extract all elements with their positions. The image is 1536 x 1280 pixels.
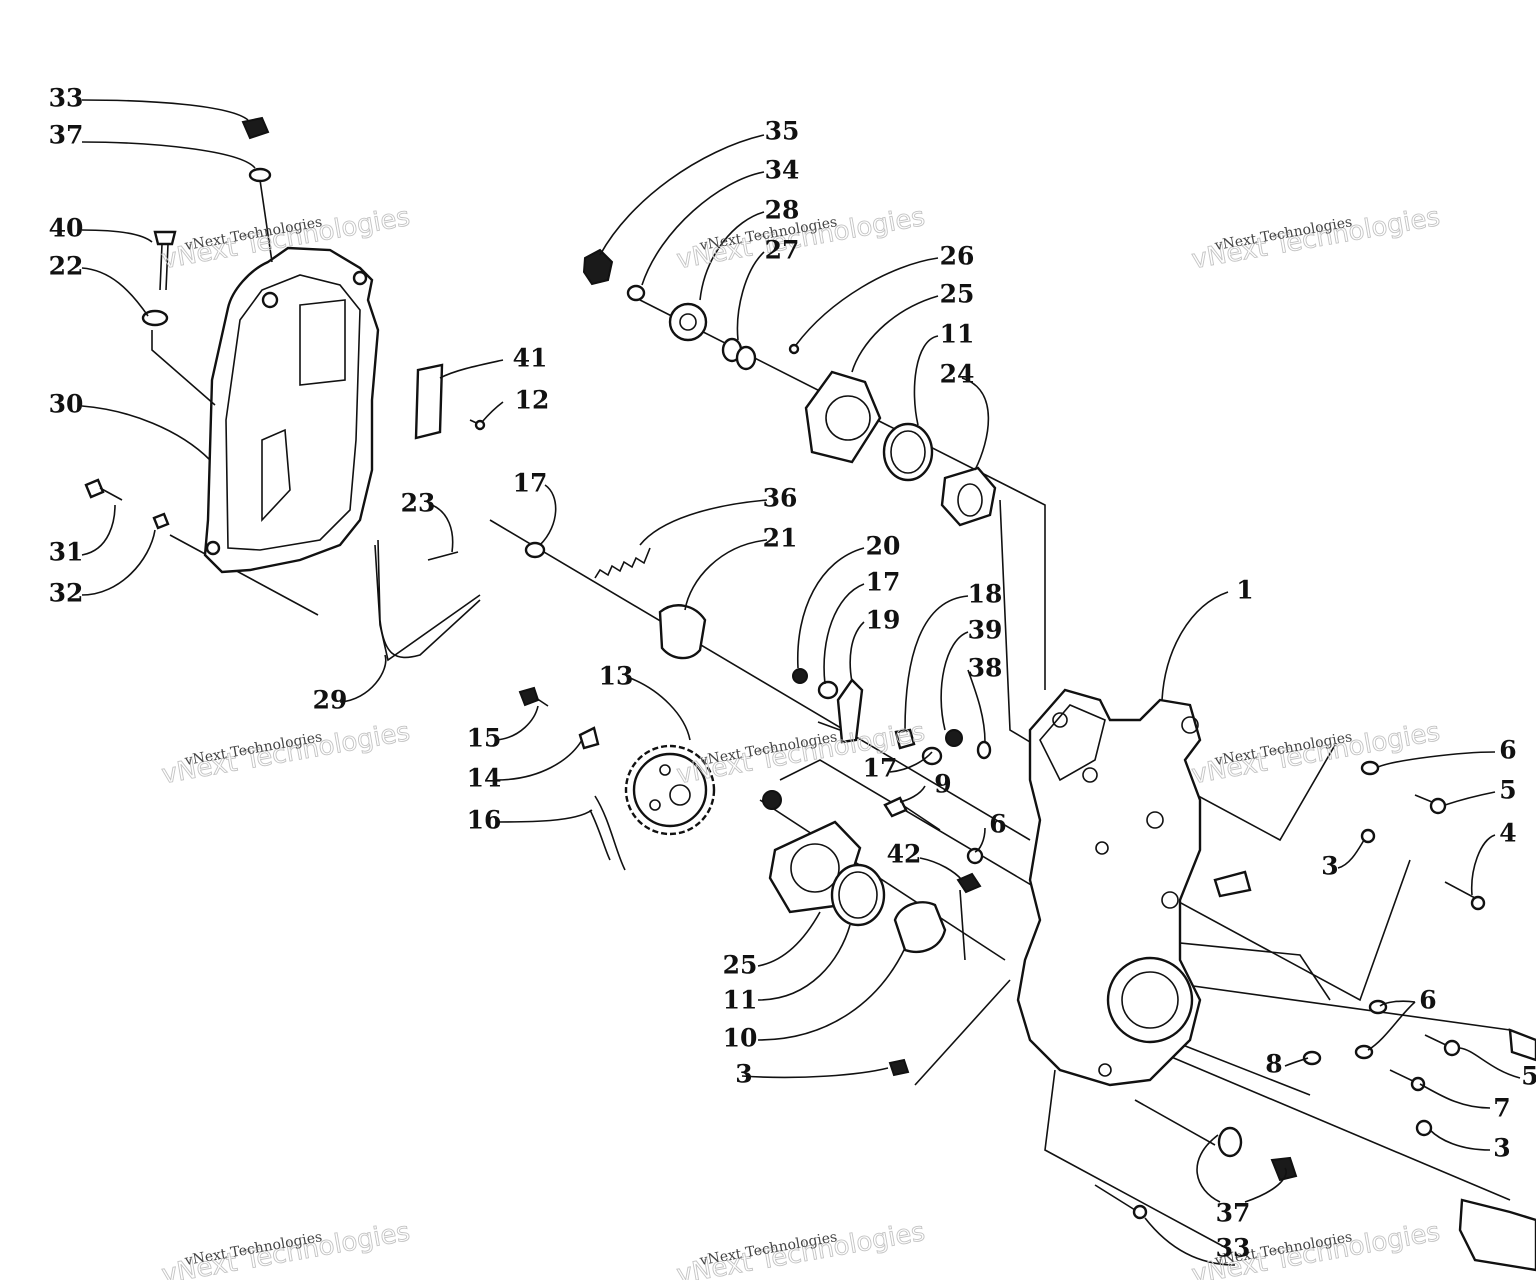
- part-number-label: 5: [1521, 1062, 1536, 1091]
- part-number-label: 8: [1265, 1050, 1282, 1079]
- part-number-label: 27: [765, 236, 800, 265]
- part-number-label: 18: [968, 580, 1003, 609]
- upper-shaft-parts: [582, 248, 800, 371]
- part-number-label: 14: [467, 764, 502, 793]
- cover-bolt: [84, 478, 170, 530]
- upper-bearing-group: [804, 370, 997, 527]
- part-number-label: 33: [49, 84, 84, 113]
- part-number-label: 33: [1216, 1234, 1251, 1263]
- part-number-label: 35: [765, 117, 800, 146]
- part-number-label: 3: [735, 1060, 752, 1089]
- part-number-label: 25: [723, 951, 758, 980]
- part-number-label: 30: [49, 390, 84, 419]
- part-number-label: 17: [863, 754, 898, 783]
- part-number-label: 22: [49, 252, 84, 281]
- part-number-label: 38: [968, 654, 1003, 683]
- dipstick: [141, 230, 216, 406]
- part-number-label: 5: [1499, 776, 1516, 805]
- right-fasteners: [888, 760, 1536, 1272]
- part-number-label: 29: [313, 686, 348, 715]
- part-number-label: 19: [866, 606, 901, 635]
- part-number-label: 24: [940, 360, 975, 389]
- part-number-label: 20: [866, 532, 901, 561]
- part-number-label: 15: [467, 724, 502, 753]
- part-number-label: 3: [1321, 852, 1338, 881]
- part-number-label: 26: [940, 242, 975, 271]
- part-number-label: 28: [765, 196, 800, 225]
- part-number-label: 34: [765, 156, 800, 185]
- inspection-plate: [414, 363, 486, 440]
- part-number-label: 31: [49, 538, 84, 567]
- part-number-label: 16: [467, 806, 502, 835]
- part-number-label: 37: [1216, 1199, 1251, 1228]
- part-number-label: 4: [1499, 819, 1516, 848]
- part-number-label: 6: [1499, 736, 1516, 765]
- part-number-label: 23: [401, 489, 436, 518]
- part-number-label: 6: [989, 810, 1006, 839]
- assembly-axes: [169, 299, 1511, 1251]
- part-number-label: 21: [763, 524, 798, 553]
- part-number-label: 7: [1493, 1094, 1510, 1123]
- part-number-label: 11: [940, 320, 975, 349]
- fill-plug-top: [241, 116, 273, 263]
- part-number-label: 10: [723, 1024, 758, 1053]
- part-number-label: 11: [723, 986, 758, 1015]
- part-number-label: 6: [1419, 986, 1436, 1015]
- part-number-label: 37: [49, 121, 84, 150]
- lower-sprocket-group: [518, 686, 716, 871]
- drive-chain: [377, 539, 481, 659]
- part-number-label: 36: [763, 484, 798, 513]
- part-number-label: 13: [599, 662, 634, 691]
- part-number-label: 12: [515, 386, 550, 415]
- part-number-label: 17: [866, 568, 901, 597]
- part-number-label: 1: [1236, 576, 1253, 605]
- part-number-label: 42: [887, 840, 922, 869]
- part-number-label: 40: [49, 214, 84, 243]
- leader-lines: [81, 99, 1521, 1266]
- lower-bearing-group: [762, 790, 947, 953]
- part-number-label: 3: [1493, 1134, 1510, 1163]
- middle-shaft-parts: [792, 668, 992, 766]
- chaincase-housing: [1016, 688, 1252, 1087]
- part-number-label: 9: [934, 770, 951, 799]
- part-number-label: 32: [49, 579, 84, 608]
- part-number-label: 41: [513, 344, 548, 373]
- part-number-label: 25: [940, 280, 975, 309]
- part-number-label: 17: [513, 469, 548, 498]
- part-number-label: 39: [968, 616, 1003, 645]
- chaincase-cover: [203, 246, 380, 574]
- tensioner-group: [427, 541, 707, 660]
